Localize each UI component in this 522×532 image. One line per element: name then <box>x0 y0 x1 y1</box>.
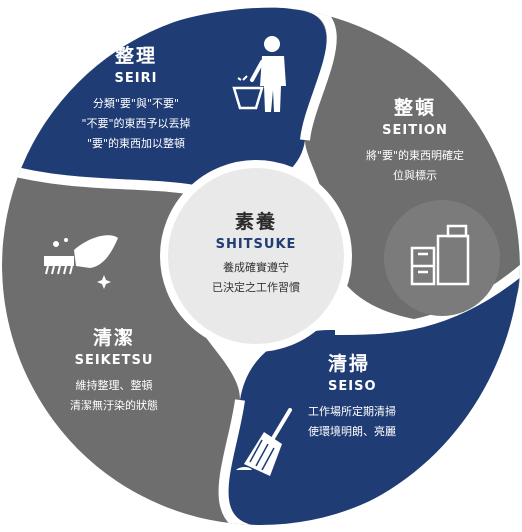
segment-seiso <box>221 270 520 525</box>
brush-hand-icon <box>44 235 118 289</box>
seiso-eng: SEISO <box>328 379 377 394</box>
broom-icon <box>236 408 292 476</box>
seiri-desc-line: 分類"要"與"不要" <box>92 97 180 110</box>
shitsuke-title: 素養 <box>234 211 277 233</box>
seiketsu-desc-line: 維持整理、整頓 <box>75 379 153 392</box>
segment-seiri-text: 整理 SEIRI 分類"要"與"不要" "不要"的東西予以丟掉 "要"的東西加以… <box>56 44 216 154</box>
seition-desc-line: 位與標示 <box>393 169 437 182</box>
seition-eng: SEITION <box>382 123 448 138</box>
center-circle <box>160 160 352 352</box>
shitsuke-eng: SHITSUKE <box>215 237 297 252</box>
segment-seition-text: 整頓 SEITION 將"要"的東西明確定 位與標示 <box>350 96 480 186</box>
segment-seiso-text: 清掃 SEISO 工作場所定期清掃 使環境明朗、亮麗 <box>308 352 426 442</box>
seiri-eng: SEIRI <box>114 71 158 86</box>
seiri-title: 整理 <box>114 45 157 67</box>
center-shitsuke: 素養 SHITSUKE 養成確實遵守 已決定之工作習慣 <box>170 170 342 342</box>
trash-person-icon <box>232 36 286 112</box>
seition-title: 整頓 <box>393 97 436 119</box>
seiri-desc-line: "不要"的東西予以丟掉 <box>81 117 191 130</box>
seition-desc-line: 將"要"的東西明確定 <box>365 149 465 162</box>
seiketsu-eng: SEIKETSU <box>74 353 154 368</box>
shitsuke-desc-line: 已決定之工作習慣 <box>212 281 300 294</box>
seiso-desc-line: 使環境明朗、亮麗 <box>308 425 396 438</box>
seiso-desc-line: 工作場所定期清掃 <box>308 405 396 418</box>
segment-seiketsu-text: 清潔 SEIKETSU 維持整理、整頓 清潔無汙染的狀態 <box>44 326 184 416</box>
shelf-icon <box>384 200 500 316</box>
seiri-desc-line: "要"的東西加以整頓 <box>86 137 186 150</box>
shitsuke-desc-line: 養成確實遵守 <box>223 261 289 274</box>
segment-seiri <box>10 7 327 193</box>
seiketsu-desc-line: 清潔無汙染的狀態 <box>70 399 158 412</box>
seiso-title: 清掃 <box>328 353 371 375</box>
seiketsu-title: 清潔 <box>92 327 135 349</box>
